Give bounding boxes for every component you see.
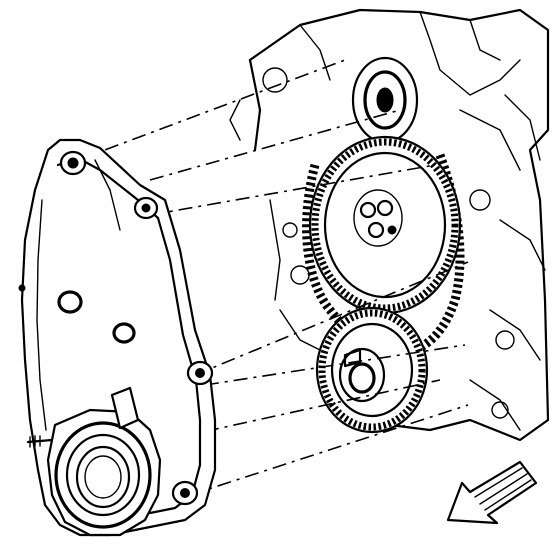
cover-hole bbox=[112, 322, 136, 344]
block-boss bbox=[262, 67, 288, 93]
block-boss bbox=[491, 401, 509, 419]
direction-arrow-icon bbox=[446, 460, 538, 525]
block-boss bbox=[290, 265, 310, 285]
camshaft-sprocket-icon bbox=[308, 135, 462, 315]
crankshaft-sprocket-icon bbox=[315, 306, 429, 434]
block-boss bbox=[495, 330, 515, 350]
cover-bolt-mid-right bbox=[186, 360, 214, 386]
crankshaft-seal-icon bbox=[26, 386, 162, 537]
cover-bolt-upper-right bbox=[133, 196, 159, 220]
alignment-lines bbox=[77, 59, 469, 496]
cover-hole bbox=[57, 290, 83, 314]
cover-bolt-lower-right bbox=[171, 480, 199, 506]
block-boss bbox=[282, 222, 298, 238]
block-boss bbox=[469, 189, 491, 211]
cover-bolt-top bbox=[59, 150, 87, 176]
engine-block bbox=[229, 8, 550, 442]
